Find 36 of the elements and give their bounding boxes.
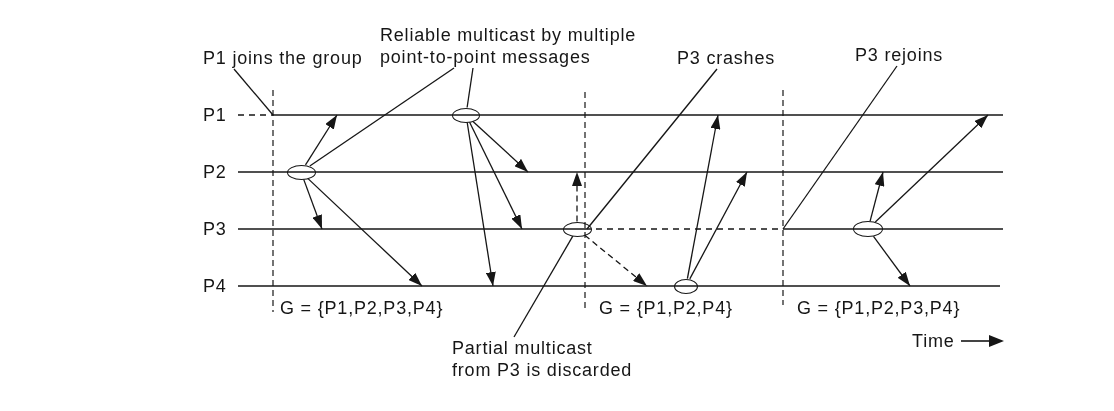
leader-line <box>782 65 898 230</box>
process-label: P2 <box>203 161 227 183</box>
message-arrow <box>686 114 721 280</box>
message-arrow <box>303 178 323 230</box>
group-membership-label: G = {P1,P2,P3,P4} <box>797 297 961 319</box>
leader-line <box>586 68 718 230</box>
message-arrow <box>689 171 748 280</box>
time-label: Time <box>912 330 955 352</box>
annotation-text: P1 joins the group <box>203 47 363 69</box>
message-arrow <box>468 121 523 230</box>
message-arrow <box>584 234 648 287</box>
annotation-text: P3 crashes <box>677 47 776 69</box>
message-arrow <box>869 171 885 222</box>
process-label: P4 <box>203 275 227 297</box>
process-label: P3 <box>203 218 227 240</box>
annotation-text: Partial multicast from P3 is discarded <box>452 337 644 381</box>
leader-line <box>233 68 274 116</box>
process-timeline <box>238 114 1003 116</box>
annotation-text: P3 rejoins <box>855 44 944 66</box>
process-label: P1 <box>203 104 227 126</box>
leader-line <box>309 67 455 167</box>
message-arrow <box>872 235 911 287</box>
leader-line <box>513 235 574 338</box>
message-arrow <box>307 177 423 287</box>
message-arrow <box>466 121 496 287</box>
message-arrow <box>874 114 989 223</box>
process-timeline <box>238 171 1003 173</box>
group-membership-label: G = {P1,P2,P4} <box>599 297 733 319</box>
message-arrow <box>572 171 582 223</box>
annotation-text: Reliable multicast by multiple point-to-point messages <box>380 24 652 68</box>
group-membership-label: G = {P1,P2,P3,P4} <box>280 297 444 319</box>
message-arrow <box>304 114 338 166</box>
process-timeline <box>238 285 1000 287</box>
process-timeline <box>238 228 1003 230</box>
leader-line <box>466 67 474 109</box>
message-arrow <box>472 120 529 173</box>
